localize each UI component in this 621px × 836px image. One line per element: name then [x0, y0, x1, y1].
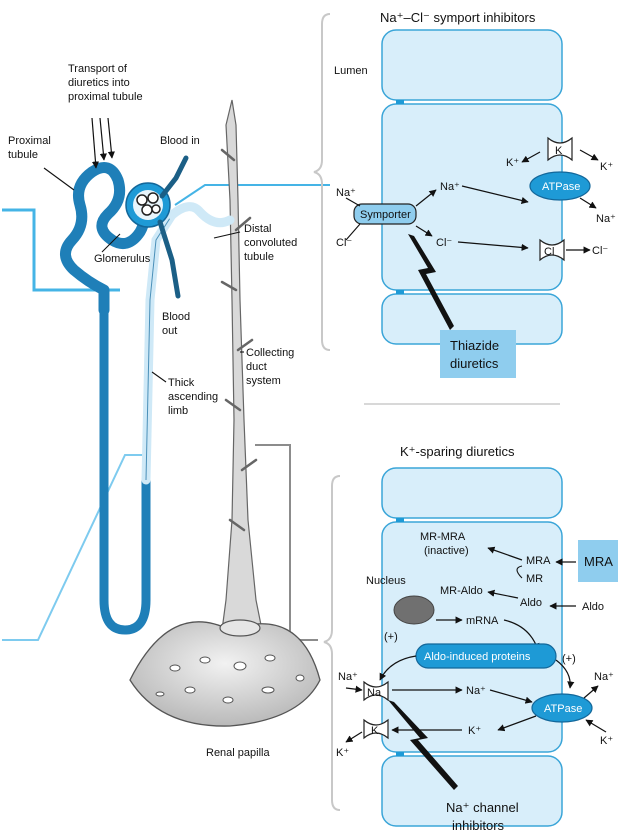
ksparing-title: K⁺-sparing diuretics — [400, 444, 515, 459]
na-cell-k-label: Na⁺ — [466, 685, 486, 697]
blood-out-label-1: Blood — [162, 311, 190, 323]
k-channel-label: K — [555, 145, 563, 157]
distal-tubule — [172, 207, 230, 223]
ksparing-bracket — [324, 476, 340, 810]
cell-top — [382, 30, 562, 100]
glomerulus-capsule — [126, 183, 170, 227]
thick-label-3: limb — [168, 405, 188, 417]
na-channel-label: Na — [367, 687, 382, 699]
proximal-label-2: tubule — [8, 149, 38, 161]
cell-middle — [382, 104, 562, 290]
cl-channel-label: Cl — [544, 246, 554, 258]
papilla-label: Renal papilla — [206, 747, 270, 759]
ksparing-panel: K⁺-sparing diuretics MR-MRA (inactive) M… — [324, 404, 618, 833]
na-lumen-label: Na⁺ — [338, 671, 358, 683]
glomerulus-label: Glomerulus — [94, 253, 151, 265]
blood-out-label-2: out — [162, 325, 177, 337]
thiazide-title: Na⁺–Cl⁻ symport inhibitors — [380, 10, 536, 25]
na-cell-label: Na⁺ — [440, 181, 460, 193]
loop-descending-limb — [104, 310, 146, 630]
mra-box-label: MRA — [584, 554, 613, 569]
thick-label-1: Thick — [168, 377, 195, 389]
distal-label-3: tubule — [244, 251, 274, 263]
transport-label-2: diuretics into — [68, 77, 130, 89]
collecting-label-3: system — [246, 375, 281, 387]
collecting-label-2: duct — [246, 361, 267, 373]
blood-in-label: Blood in — [160, 135, 200, 147]
kcell-top — [382, 468, 562, 518]
nucleus-label: Nucleus — [366, 575, 406, 587]
pointer-line-thick-limb — [2, 455, 150, 640]
thiazide-panel: Na⁺–Cl⁻ symport inhibitors Lumen Symport… — [314, 10, 616, 378]
mrna-label: mRNA — [466, 615, 499, 627]
pointer-line-distal — [175, 185, 330, 205]
plus-left-label: (+) — [384, 631, 398, 643]
ksparing-drug-label-2: inhibitors — [452, 818, 505, 833]
blood-in-vessel — [162, 158, 186, 196]
symporter-label: Symporter — [360, 209, 411, 221]
k-lumen-label: K⁺ — [336, 747, 349, 759]
atpase-label-ksparing: ATPase — [544, 703, 582, 715]
distal-label-2: convoluted — [244, 237, 297, 249]
ksparing-drug-label-1: Na⁺ channel — [446, 800, 519, 815]
pointer-line-collecting — [255, 445, 318, 640]
mra-label: MRA — [526, 555, 551, 567]
distal-label-1: Distal — [244, 223, 272, 235]
renal-papilla — [130, 622, 320, 726]
nephron: Transport of diuretics into proximal tub… — [2, 63, 330, 759]
mr-mra-label-1: MR-MRA — [420, 531, 466, 543]
na-in-label: Na⁺ — [336, 187, 356, 199]
lumen-label: Lumen — [334, 65, 368, 77]
aldo-cell-label: Aldo — [520, 597, 542, 609]
atpase-label-thiazide: ATPase — [542, 181, 580, 193]
k-channel-k-label: K — [371, 725, 379, 737]
kcell-bottom — [382, 756, 562, 826]
collecting-label-1: Collecting — [246, 347, 294, 359]
aldo-out-label: Aldo — [582, 601, 604, 613]
cl-in-label: Cl⁻ — [336, 237, 352, 249]
na-out-k-label: Na⁺ — [594, 671, 614, 683]
cl-cell-label: Cl⁻ — [436, 237, 452, 249]
thick-label-2: ascending — [168, 391, 218, 403]
mr-aldo-label: MR-Aldo — [440, 585, 483, 597]
k-left-label: K⁺ — [506, 157, 519, 169]
na-channel: Na — [364, 682, 388, 700]
k-right-label: K⁺ — [600, 161, 613, 173]
proximal-label-1: Proximal — [8, 135, 51, 147]
k-out-label: K⁺ — [600, 735, 613, 747]
k-channel-ksparing: K — [364, 720, 388, 738]
blood-out-vessel — [160, 222, 178, 296]
transport-label-1: Transport of — [68, 63, 128, 75]
na-out-label: Na⁺ — [596, 213, 616, 225]
thiazide-bracket — [314, 14, 330, 350]
mr-mra-label-2: (inactive) — [424, 545, 469, 557]
mr-label: MR — [526, 573, 543, 585]
thiazide-drug-label-1: Thiazide — [450, 338, 499, 353]
plus-right-label: (+) — [562, 653, 576, 665]
tight-junction-bottom — [396, 290, 404, 294]
tight-junction-top — [396, 100, 404, 104]
proteins-label: Aldo-induced proteins — [424, 651, 531, 663]
nucleus — [394, 596, 434, 624]
cl-out-label: Cl⁻ — [592, 245, 608, 257]
transport-label-3: proximal tubule — [68, 91, 143, 103]
k-cell-label: K⁺ — [468, 725, 481, 737]
thiazide-drug-label-2: diuretics — [450, 356, 499, 371]
